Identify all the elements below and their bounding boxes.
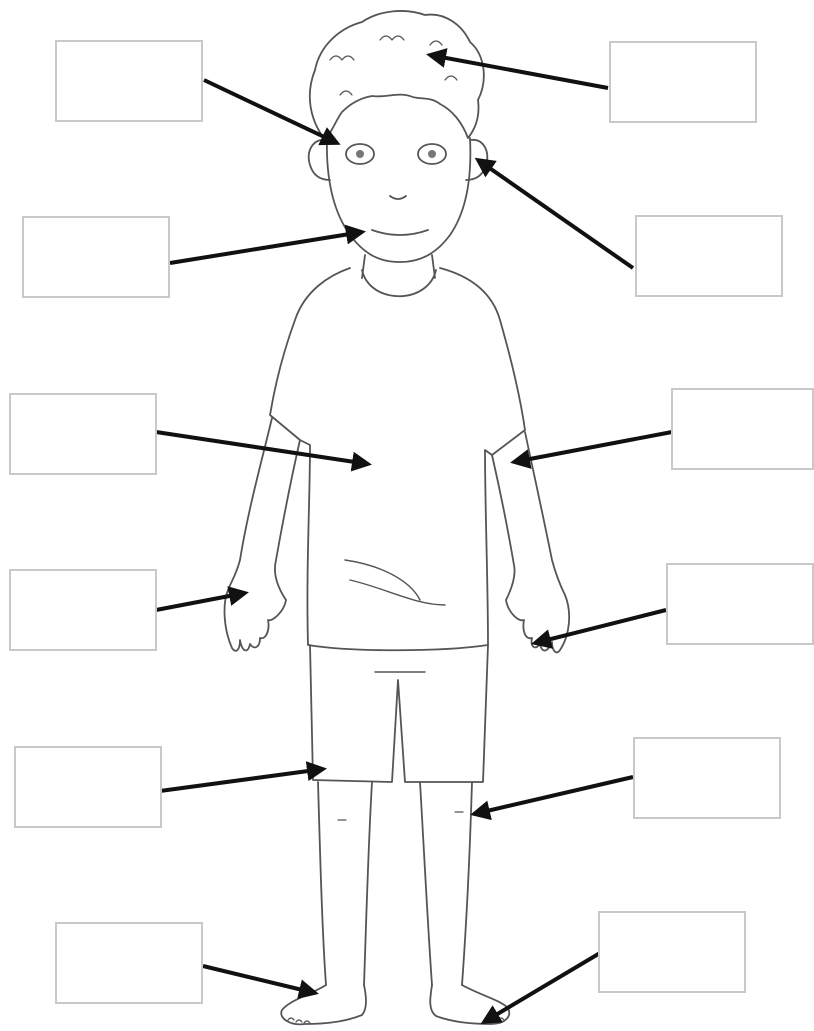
arrow-eye — [204, 80, 337, 143]
arrow-hair — [430, 55, 608, 88]
arrow-arm — [514, 432, 672, 462]
arrow-ear — [478, 160, 633, 268]
label-box-foot-right[interactable] — [598, 911, 746, 993]
label-box-hair[interactable] — [609, 41, 757, 123]
arrow-foot-right — [484, 953, 600, 1022]
label-box-mouth[interactable] — [22, 216, 170, 298]
label-box-hand-right[interactable] — [666, 563, 814, 645]
arrow-mouth — [170, 232, 362, 263]
arrow-hand-right — [535, 610, 666, 643]
arrow-foot-left — [203, 966, 315, 993]
label-box-knee-left[interactable] — [14, 746, 162, 828]
label-box-hand-left[interactable] — [9, 569, 157, 651]
label-box-knee-right[interactable] — [633, 737, 781, 819]
label-box-chest[interactable] — [9, 393, 157, 475]
label-box-foot-left[interactable] — [55, 922, 203, 1004]
label-box-ear[interactable] — [635, 215, 783, 297]
arrow-knee-left — [160, 769, 323, 791]
arrow-knee-right — [474, 777, 633, 814]
arrow-hand-left — [156, 593, 245, 610]
arrow-chest — [156, 432, 368, 464]
label-box-eye[interactable] — [55, 40, 203, 122]
label-box-arm[interactable] — [671, 388, 814, 470]
